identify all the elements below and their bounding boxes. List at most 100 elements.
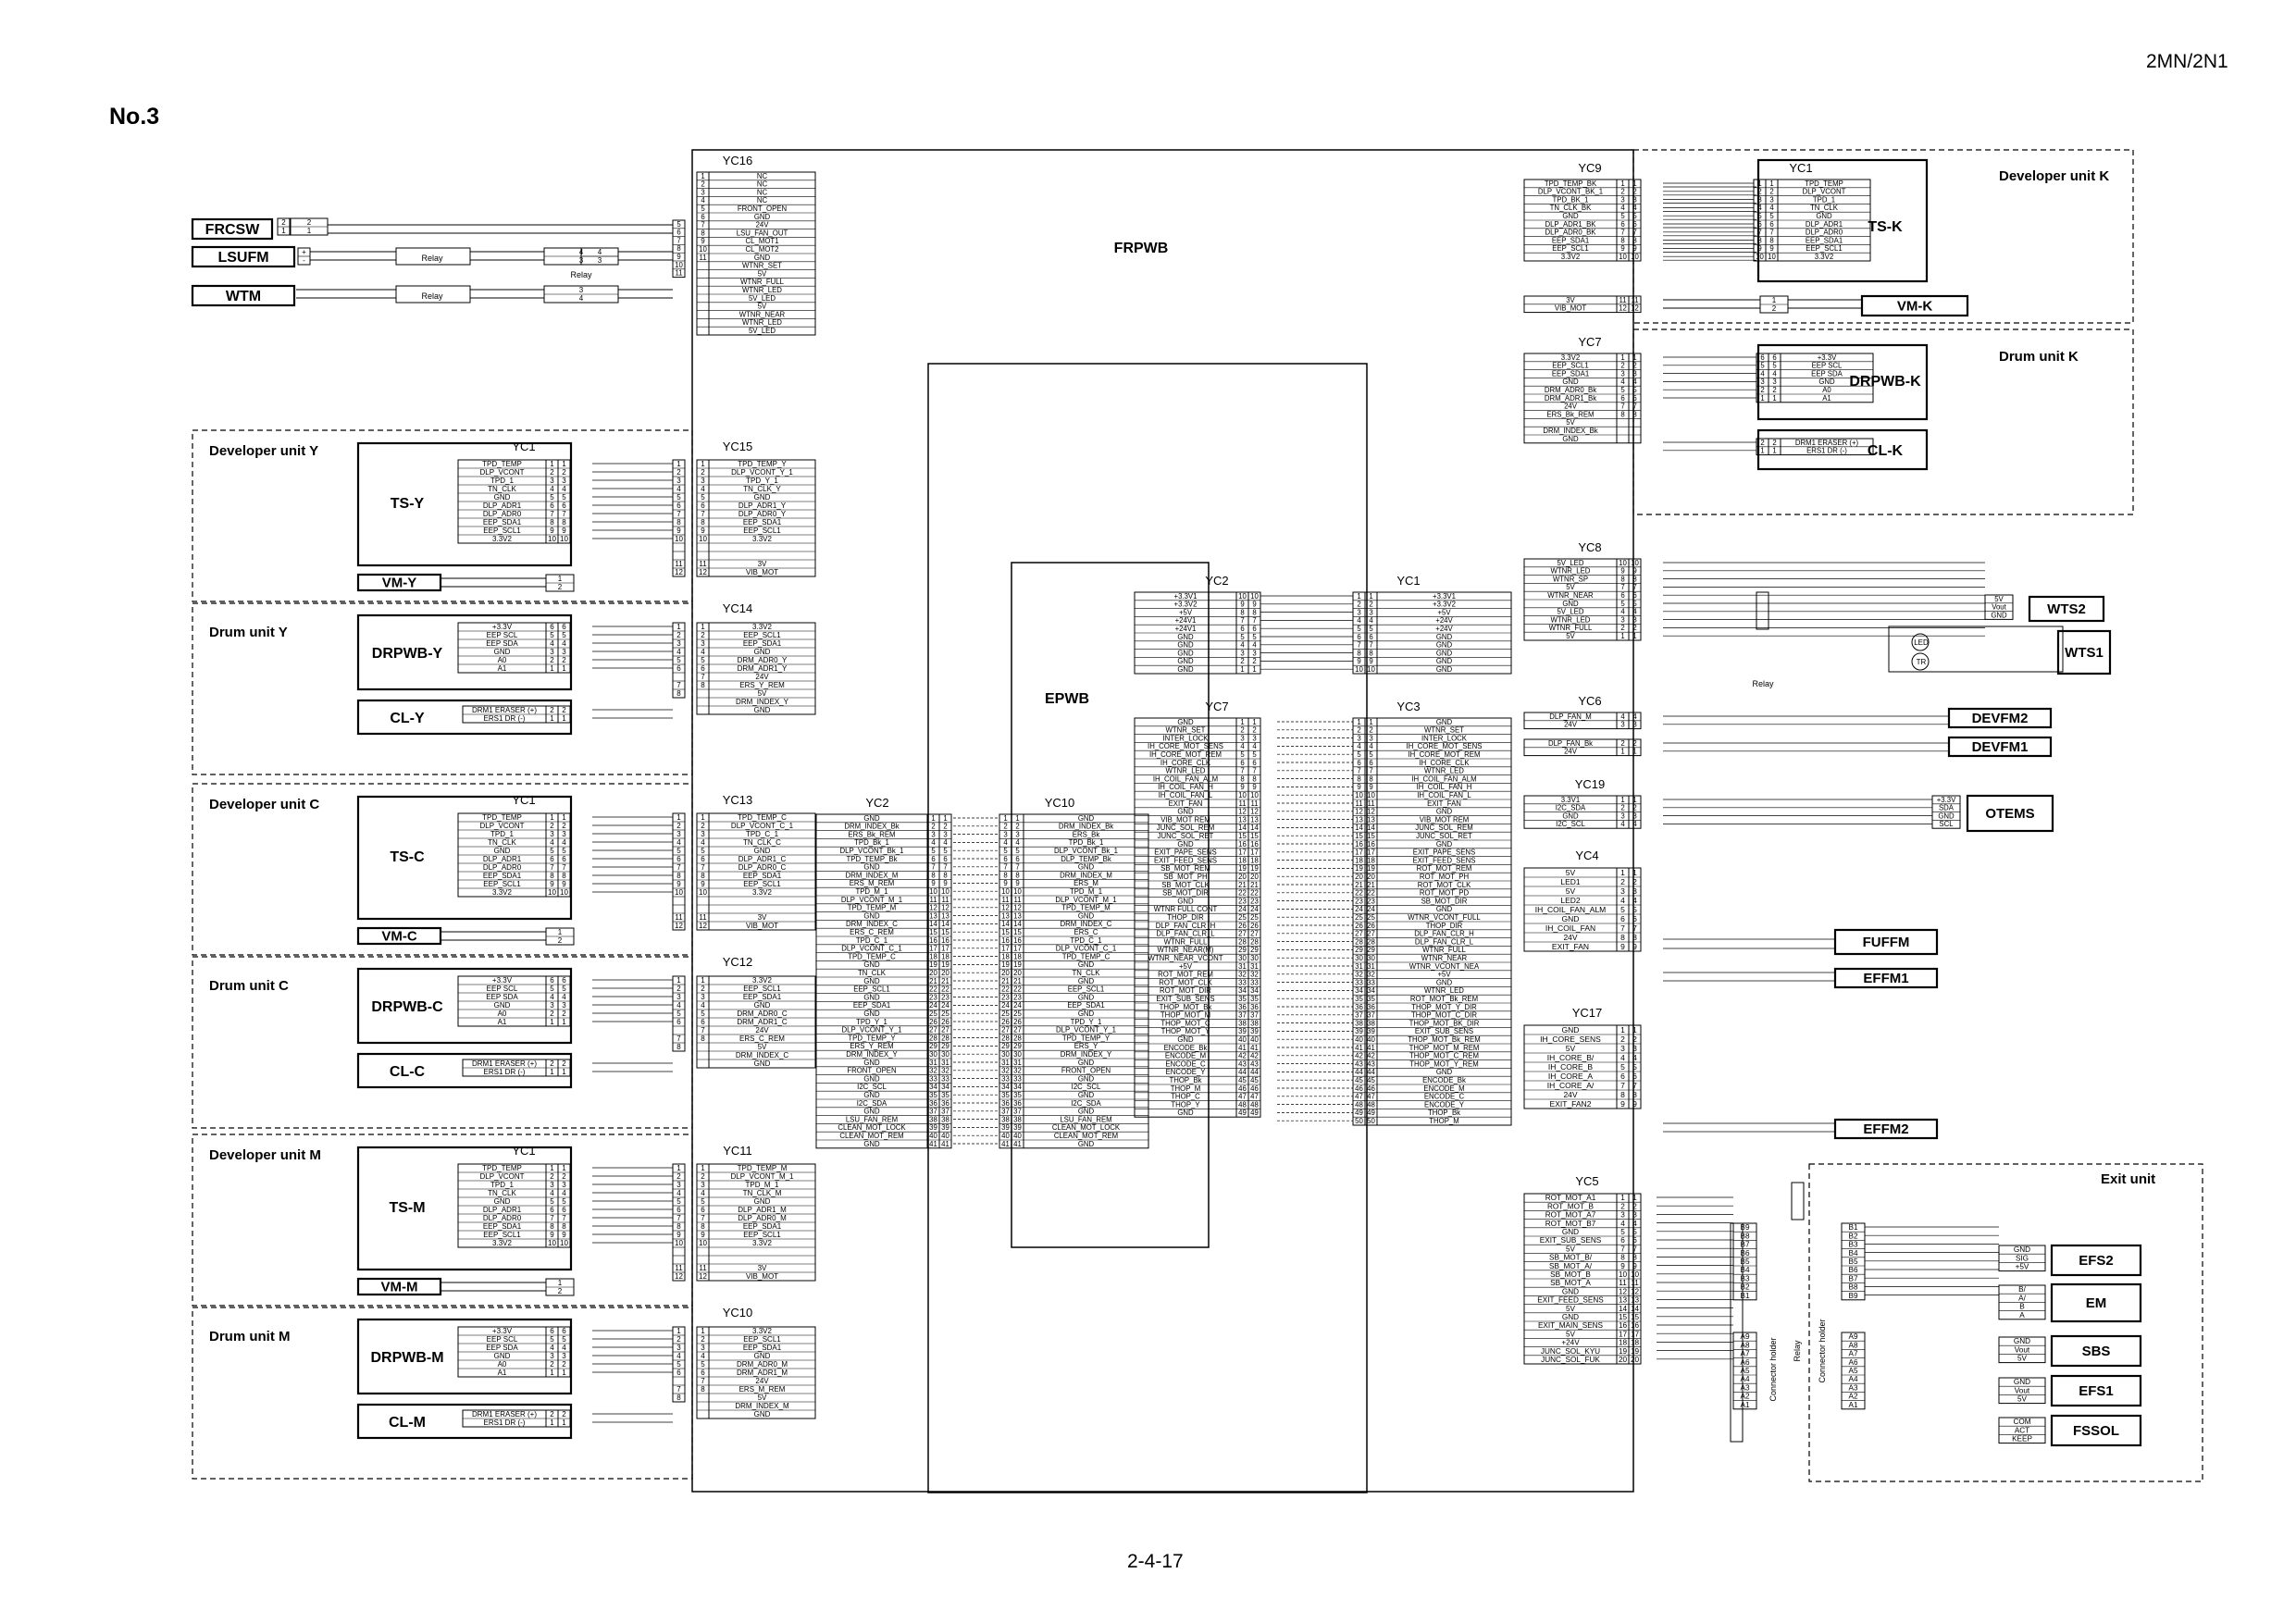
pin-number: 7 [562,510,566,518]
component-vm-k [1860,294,1969,317]
pin-number: 7 [1240,616,1244,625]
pin-label-tn-clk-bk: TN_CLK_BK [1550,204,1592,212]
pin-number: 1 [1240,665,1244,674]
pin-number: 20 [1355,873,1363,881]
pin-label-a7: A7 [1848,1350,1857,1358]
pin-number: 4 [1369,616,1373,625]
pin-label-5v: 5V [2017,1395,2028,1404]
pin-label-3v: 3V [758,913,767,922]
pin-label-drm1-eraser: DRM1 ERASER (+) [1795,439,1859,447]
pin-number: 7 [562,863,566,872]
pin-label-3: 3 [676,993,681,1001]
pin-number: 13 [1367,815,1375,824]
pin-number: 35 [1367,995,1375,1003]
pin-number: 28 [1250,937,1259,946]
pin-label-ers-bk: ERS_Bk [1073,830,1100,838]
pin-number: 20 [1619,1356,1628,1364]
pin-label-5v: 5V [1566,1330,1576,1338]
pin-label-front-open: FRONT_OPEN [738,204,787,213]
pin-number: 13 [1631,1296,1640,1305]
pin-number: 15 [1367,832,1375,840]
component-ts-y-label: TS-Y [391,496,425,512]
pin-number: 30 [1250,954,1259,962]
pin-number: 29 [1367,946,1375,954]
pin-label-ih-core-a: IH_CORE_A [1548,1072,1594,1081]
pin-table [672,622,686,699]
tr-label: TR [1917,658,1927,666]
pin-label-2: 2 [676,1335,681,1344]
pin-number: 16 [1631,1321,1640,1330]
pin-label-rot-mot-pd: ROT_MOT_PD [1420,889,1470,898]
pin-number: 7 [1620,1245,1625,1253]
pin-number: 8 [550,872,554,880]
pin-number: 17 [1001,945,1010,953]
pin-label-9: 9 [676,253,680,261]
component-vm-y [356,573,442,592]
pin-number: 3 [701,993,705,1001]
pin-number: 4 [1015,838,1020,847]
pin-number: 11 [699,1264,707,1272]
pin-number: 1 [1772,394,1776,403]
pin-number: 31 [1367,962,1375,971]
pin-number: 1 [550,1164,554,1172]
pin-number: 7 [701,673,705,681]
component-vm-k-label: VM-K [1897,299,1932,315]
pin-label-gnd: GND [1177,897,1194,905]
pin-number: 2 [550,1360,554,1369]
pin-label-24v: 24V [1564,748,1578,756]
connector-yc14: YC14 [723,601,753,615]
pin-label-rot-mot-rem: ROT_MOT_REM [1417,864,1472,873]
pin-label-dlp-adr0: DLP_ADR0 [1806,229,1843,237]
pin-number: 9 [1252,783,1256,791]
pin-number: 8 [931,871,935,879]
pin-label-rot-mot-a7: ROT_MOT_A7 [1545,1211,1596,1220]
pin-number: 1 [562,664,566,673]
drum-unit-frame [192,1307,693,1480]
pin-label-drm-index-m: DRM_INDEX_M [735,1402,789,1410]
pin-label-gnd: GND [1078,1140,1095,1148]
pin-label-gnd: GND [754,493,771,502]
pin-label-b4: B4 [1740,1266,1749,1274]
pin-number: 5 [1369,750,1373,759]
pin-label-ih-coil-fan-alm: IH_COIL_FAN_ALM [1535,905,1607,914]
developer-unit-frame [192,429,693,602]
pin-number: 18 [1001,952,1010,960]
pin-label-a0: A0 [1822,386,1831,394]
pin-label-tn-clk-m: TN_CLK_M [743,1189,782,1197]
component-ts-k-label: TS-K [1868,219,1903,235]
pin-label-exit-fan2: EXIT_FAN2 [1550,1099,1592,1109]
pin-label-2: 2 [676,1172,681,1181]
pin-label-rot-mot-rem: ROT_MOT_REM [1158,971,1213,979]
pin-label-1: 1 [676,813,681,822]
pin-number: 46 [1367,1084,1375,1093]
pin-number: 2 [1760,439,1764,447]
pin-label-rot-mot-dir: ROT_MOT_DIR [1160,986,1211,995]
pin-number: 8 [1357,649,1360,657]
pin-label-5: 5 [676,656,681,664]
pin-label-sb-mot-b: SB_MOT_B/ [1549,1254,1593,1262]
pin-number: 4 [1632,712,1637,721]
component-ts-y [356,441,573,567]
pin-number: 12 [1631,304,1639,313]
pin-number: 5 [1632,1228,1637,1236]
pin-label-ers-m-rem: ERS_M_REM [739,1385,786,1394]
pin-number: 4 [1252,742,1257,750]
pin-number: 10 [548,1239,556,1247]
pin-label-dlp-vcont-bk-1: DLP_VCONT_Bk_1 [840,847,904,855]
pin-number: 4 [1632,608,1637,616]
pin-number: 3 [562,1181,566,1189]
pin-label-ers-bk-rem: ERS_Bk_REM [848,830,895,838]
pin-number: 25 [941,1010,949,1018]
pin-number: 3 [701,1181,705,1189]
pin-number: 16 [1619,1321,1628,1330]
pin-label-encode-y: ENCODE_Y [1424,1100,1465,1109]
pin-number: 10 [1250,791,1259,799]
pin-number: 8 [701,1385,705,1394]
pin-label-dlp-vcont-y-1: DLP_VCONT_Y_1 [841,1026,901,1035]
pin-number: 37 [929,1108,937,1116]
pin-label-2: 2 [281,218,286,227]
pin-label-2: 2 [676,822,681,830]
pin-label-ers-y: ERS_Y [1074,1042,1098,1050]
pin-label-4: 4 [676,838,681,847]
connector-yc16: YC16 [723,154,753,167]
